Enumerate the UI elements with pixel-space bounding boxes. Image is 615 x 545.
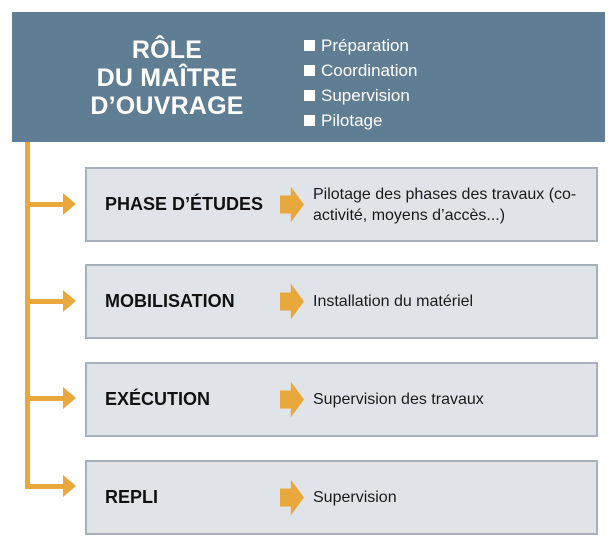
chevron-arrow-icon (280, 186, 304, 223)
phase-description: Supervision (313, 489, 397, 506)
arrow-right-icon (63, 387, 76, 409)
connector-branch (25, 484, 65, 489)
role-list: Préparation Coordination Supervision Pil… (304, 33, 417, 133)
role-item-label: Supervision (321, 86, 410, 105)
role-item-label: Préparation (321, 36, 409, 55)
phase-box-mobilisation: MOBILISATION Installation du matériel (85, 264, 598, 339)
header-title-line: DU MAÎTRE (96, 64, 238, 92)
phase-label: REPLI (105, 487, 159, 507)
arrow-right-icon (63, 193, 76, 215)
phase-label: PHASE D’ÉTUDES (105, 194, 264, 214)
phase-label: EXÉCUTION (105, 389, 211, 409)
phase-label: MOBILISATION (105, 291, 235, 311)
connector-branch (25, 202, 65, 207)
square-bullet-icon (304, 40, 315, 51)
header-title-line: RÔLE (131, 36, 203, 64)
connector-branch (25, 396, 65, 401)
role-list-item: Préparation (304, 33, 417, 58)
phase-box-execution: EXÉCUTION Supervision des travaux (85, 362, 598, 437)
role-list-item: Supervision (304, 83, 417, 108)
phase-description: Supervision des travaux (313, 391, 484, 408)
square-bullet-icon (304, 65, 315, 76)
chevron-arrow-icon (280, 381, 304, 418)
header-title-line: D’OUVRAGE (90, 92, 244, 120)
arrow-right-icon (63, 475, 76, 497)
phase-description: Installation du matériel (313, 293, 474, 310)
phase-description: Pilotage des phases des travaux (co-acti… (313, 185, 577, 224)
connector-branch (25, 299, 65, 304)
role-list-item: Pilotage (304, 108, 417, 133)
role-list-item: Coordination (304, 58, 417, 83)
phase-box-etudes: PHASE D’ÉTUDES Pilotage des phases des t… (85, 167, 598, 242)
header-title: RÔLE DU MAÎTRE D’OUVRAGE (72, 36, 262, 120)
square-bullet-icon (304, 115, 315, 126)
chevron-arrow-icon (280, 479, 304, 516)
arrow-right-icon (63, 290, 76, 312)
phase-box-repli: REPLI Supervision (85, 460, 598, 535)
role-header: RÔLE DU MAÎTRE D’OUVRAGE Préparation Coo… (12, 12, 605, 142)
timeline-connector (25, 142, 30, 488)
role-item-label: Pilotage (321, 111, 383, 130)
square-bullet-icon (304, 90, 315, 101)
chevron-arrow-icon (280, 283, 304, 320)
role-item-label: Coordination (321, 61, 418, 80)
